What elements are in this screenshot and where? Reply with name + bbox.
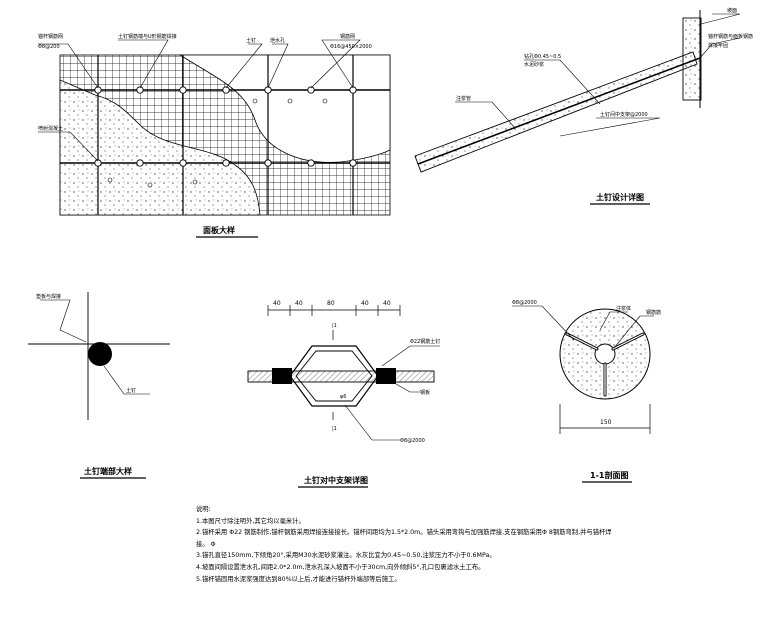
cut-mark-top: |1 — [332, 323, 337, 329]
label-rebar-section: 钢筋筋 — [646, 309, 661, 316]
label-slope: 坡面 — [727, 7, 737, 14]
note-line-4: 3.锚孔直径150mm,下倾角20°,采用M30水泥砂浆灌注。水灰比宜为0.45… — [196, 552, 496, 560]
dim-3: 80 — [327, 300, 335, 307]
panel-facing-detail: 锚杆钢筋网 Φ8@200 土钉钢筋端与U形钢筋焊接 土钉 泄水孔 钢筋网 Φ16… — [38, 33, 391, 238]
section-title: 1-1剖面图 — [590, 470, 628, 480]
nail-design-detail: 坡面 锚杆钢筋与面板钢筋 焊接牢固 钻孔Φ0.45~0.5 水泥砂浆 注浆管 土… — [414, 7, 753, 205]
label-centralizer: 土钉间中支架@2000 — [600, 111, 648, 118]
nail-head-detail: 垫板与焊接 土钉 土钉端部大样 — [28, 292, 170, 479]
label-nail: 土钉 — [246, 37, 256, 44]
label-nail-head: 土钉 — [126, 387, 136, 394]
dim-5: 40 — [383, 300, 391, 307]
notes-heading: 说明: — [196, 506, 211, 513]
label-plate: 垫板与焊接 — [36, 293, 61, 300]
label-section-spacing: Φ8@2000 — [512, 300, 537, 306]
note-line-3: 接。 Φ — [196, 540, 216, 548]
label-grout-pipe: 注浆管 — [456, 95, 471, 102]
label-rebar-2: Φ16@450×2000 — [330, 44, 372, 50]
label-drain: 泄水孔 — [270, 37, 285, 44]
label-steel-bar: Φ22钢筋土钉 — [410, 338, 440, 345]
label-weld-right-1: 锚杆钢筋与面板钢筋 — [708, 33, 753, 40]
label-weld-right-2: 焊接牢固 — [708, 42, 728, 49]
section-inner-circle — [594, 343, 616, 365]
label-mesh-1: 锚杆钢筋网 — [38, 33, 63, 40]
nail-design-title: 土钉设计详图 — [596, 192, 644, 202]
label-plate-right: 钢板 — [420, 389, 430, 396]
bracket-title: 土钉对中支架详图 — [304, 475, 368, 485]
note-line-2: 2.锚杆采用 Φ22 钢筋制作,锚杆钢筋采用焊接连接接长。锚杆间距均为1.5*2… — [196, 529, 612, 537]
dim-diameter: 150 — [600, 419, 612, 426]
concrete-dots — [59, 79, 261, 216]
label-angle: φ6 — [340, 394, 346, 400]
label-mortar: 水泥砂浆 — [524, 61, 544, 68]
notes-block: 说明: 1.本图尺寸除注明外,其它均以毫米计。 2.锚杆采用 Φ22 钢筋制作,… — [196, 504, 736, 585]
label-weld: 土钉钢筋端与U形钢筋焊接 — [118, 33, 177, 40]
section-1-1: Φ8@2000 注浆体 钢筋筋 150 1-1剖面图 — [512, 300, 661, 483]
upper-wave — [178, 54, 391, 163]
label-grout: 注浆体 — [616, 305, 631, 312]
panel-facing-title: 面板大样 — [203, 225, 235, 235]
note-line-1: 1.本图尺寸除注明外,其它均以毫米计。 — [196, 517, 305, 525]
nail-head-circle — [88, 342, 112, 366]
bracket-detail: 40 40 80 40 40 |1 |1 Φ22钢筋土钉 钢板 Φ8@2000 … — [247, 300, 440, 488]
dim-2: 40 — [295, 300, 303, 307]
nail-head-title: 土钉端部大样 — [84, 466, 132, 476]
note-line-6: 5.锚杆锚固用水泥浆强度达到80%以上后,才能进行锚杆外端部等后施工。 — [196, 575, 401, 583]
cut-mark-bottom: |1 — [332, 426, 337, 432]
dim-4: 40 — [361, 300, 369, 307]
label-shotcrete: 喷射混凝土 — [38, 125, 63, 132]
note-line-5: 4.坡面间隔设置泄水孔,间距2.0*2.0m,泄水孔深入坡面不小于30cm,向外… — [196, 563, 485, 571]
label-bracket-spacing: Φ8@2000 — [400, 438, 425, 444]
nail-bar — [247, 370, 435, 383]
label-mesh-2: Φ8@200 — [38, 44, 60, 50]
label-rebar-1: 钢筋网 — [340, 33, 355, 40]
label-hole: 钻孔Φ0.45~0.5 — [524, 53, 561, 60]
dim-1: 40 — [273, 300, 281, 307]
